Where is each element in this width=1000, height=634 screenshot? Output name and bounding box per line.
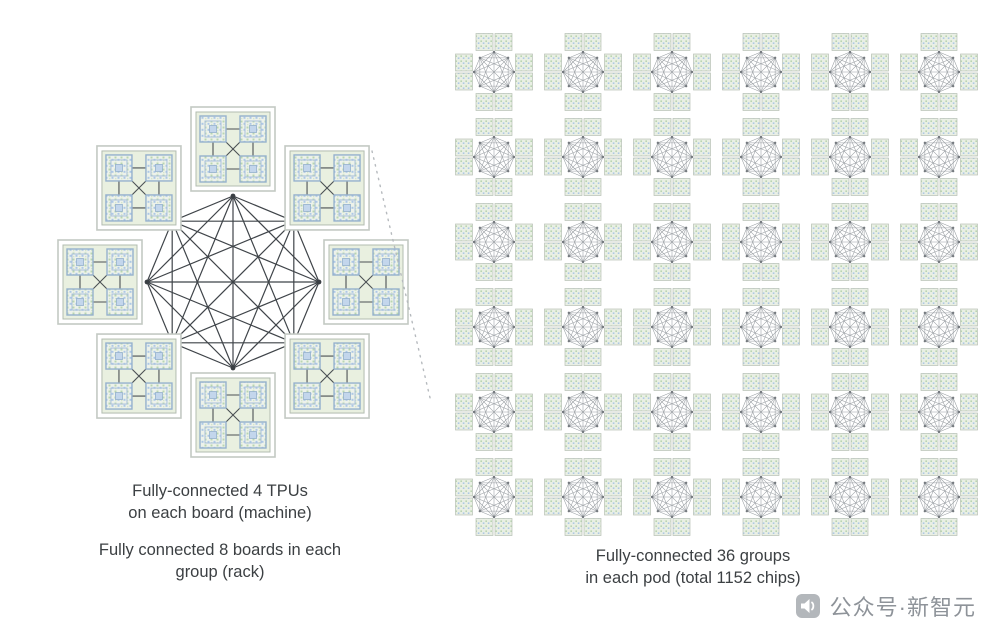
watermark: 公众号·新智元 bbox=[795, 590, 976, 622]
zoom-link-dotted-line bbox=[371, 150, 432, 403]
group-node bbox=[722, 458, 800, 536]
tpu-board bbox=[323, 239, 409, 325]
group-caption-line1: Fully connected 8 boards in each bbox=[98, 541, 342, 559]
group-node bbox=[900, 288, 978, 366]
group-node bbox=[544, 33, 622, 111]
pod-caption: Fully-connected 36 groups in each pod (t… bbox=[493, 546, 893, 589]
group-node bbox=[811, 203, 889, 281]
board-caption: Fully-connected 4 TPUs on each board (ma… bbox=[20, 481, 420, 524]
group-node bbox=[544, 118, 622, 196]
tpu-board bbox=[284, 145, 370, 231]
group-rack-diagram bbox=[57, 106, 409, 458]
group-node bbox=[633, 373, 711, 451]
group-node bbox=[633, 288, 711, 366]
group-node bbox=[900, 118, 978, 196]
group-caption: Fully connected 8 boards in each group (… bbox=[20, 540, 420, 583]
group-node bbox=[455, 288, 533, 366]
group-node bbox=[722, 33, 800, 111]
group-node bbox=[633, 33, 711, 111]
group-node bbox=[900, 373, 978, 451]
group-node bbox=[633, 458, 711, 536]
group-node bbox=[900, 33, 978, 111]
group-node bbox=[722, 118, 800, 196]
watermark-text: 公众号·新智元 bbox=[829, 595, 976, 620]
group-node bbox=[900, 458, 978, 536]
group-caption-line2: group (rack) bbox=[175, 562, 265, 581]
group-node bbox=[811, 373, 889, 451]
tpu-board bbox=[284, 333, 370, 419]
group-node bbox=[544, 288, 622, 366]
tpu-board bbox=[96, 333, 182, 419]
tpu-board bbox=[57, 239, 143, 325]
group-node bbox=[633, 118, 711, 196]
tpu-board bbox=[96, 145, 182, 231]
tpu-board bbox=[190, 106, 276, 192]
group-node bbox=[811, 33, 889, 111]
pod-caption-line2: in each pod (total 1152 chips) bbox=[585, 568, 801, 587]
group-node bbox=[455, 118, 533, 196]
group-node bbox=[722, 203, 800, 281]
tpu-board bbox=[190, 372, 276, 458]
group-node bbox=[722, 373, 800, 451]
speaker-icon bbox=[795, 594, 820, 618]
group-node bbox=[544, 203, 622, 281]
group-node bbox=[455, 33, 533, 111]
group-node bbox=[811, 458, 889, 536]
group-node bbox=[544, 373, 622, 451]
group-node bbox=[455, 203, 533, 281]
group-node bbox=[811, 288, 889, 366]
group-node bbox=[722, 288, 800, 366]
group-node bbox=[455, 373, 533, 451]
group-node bbox=[455, 458, 533, 536]
group-node bbox=[633, 203, 711, 281]
board-caption-line2: on each board (machine) bbox=[128, 503, 312, 522]
board-caption-line1: Fully-connected 4 TPUs bbox=[132, 482, 308, 500]
group-node bbox=[544, 458, 622, 536]
group-node bbox=[811, 118, 889, 196]
pod-diagram bbox=[455, 33, 978, 536]
group-node bbox=[900, 203, 978, 281]
pod-caption-line1: Fully-connected 36 groups bbox=[595, 547, 791, 565]
